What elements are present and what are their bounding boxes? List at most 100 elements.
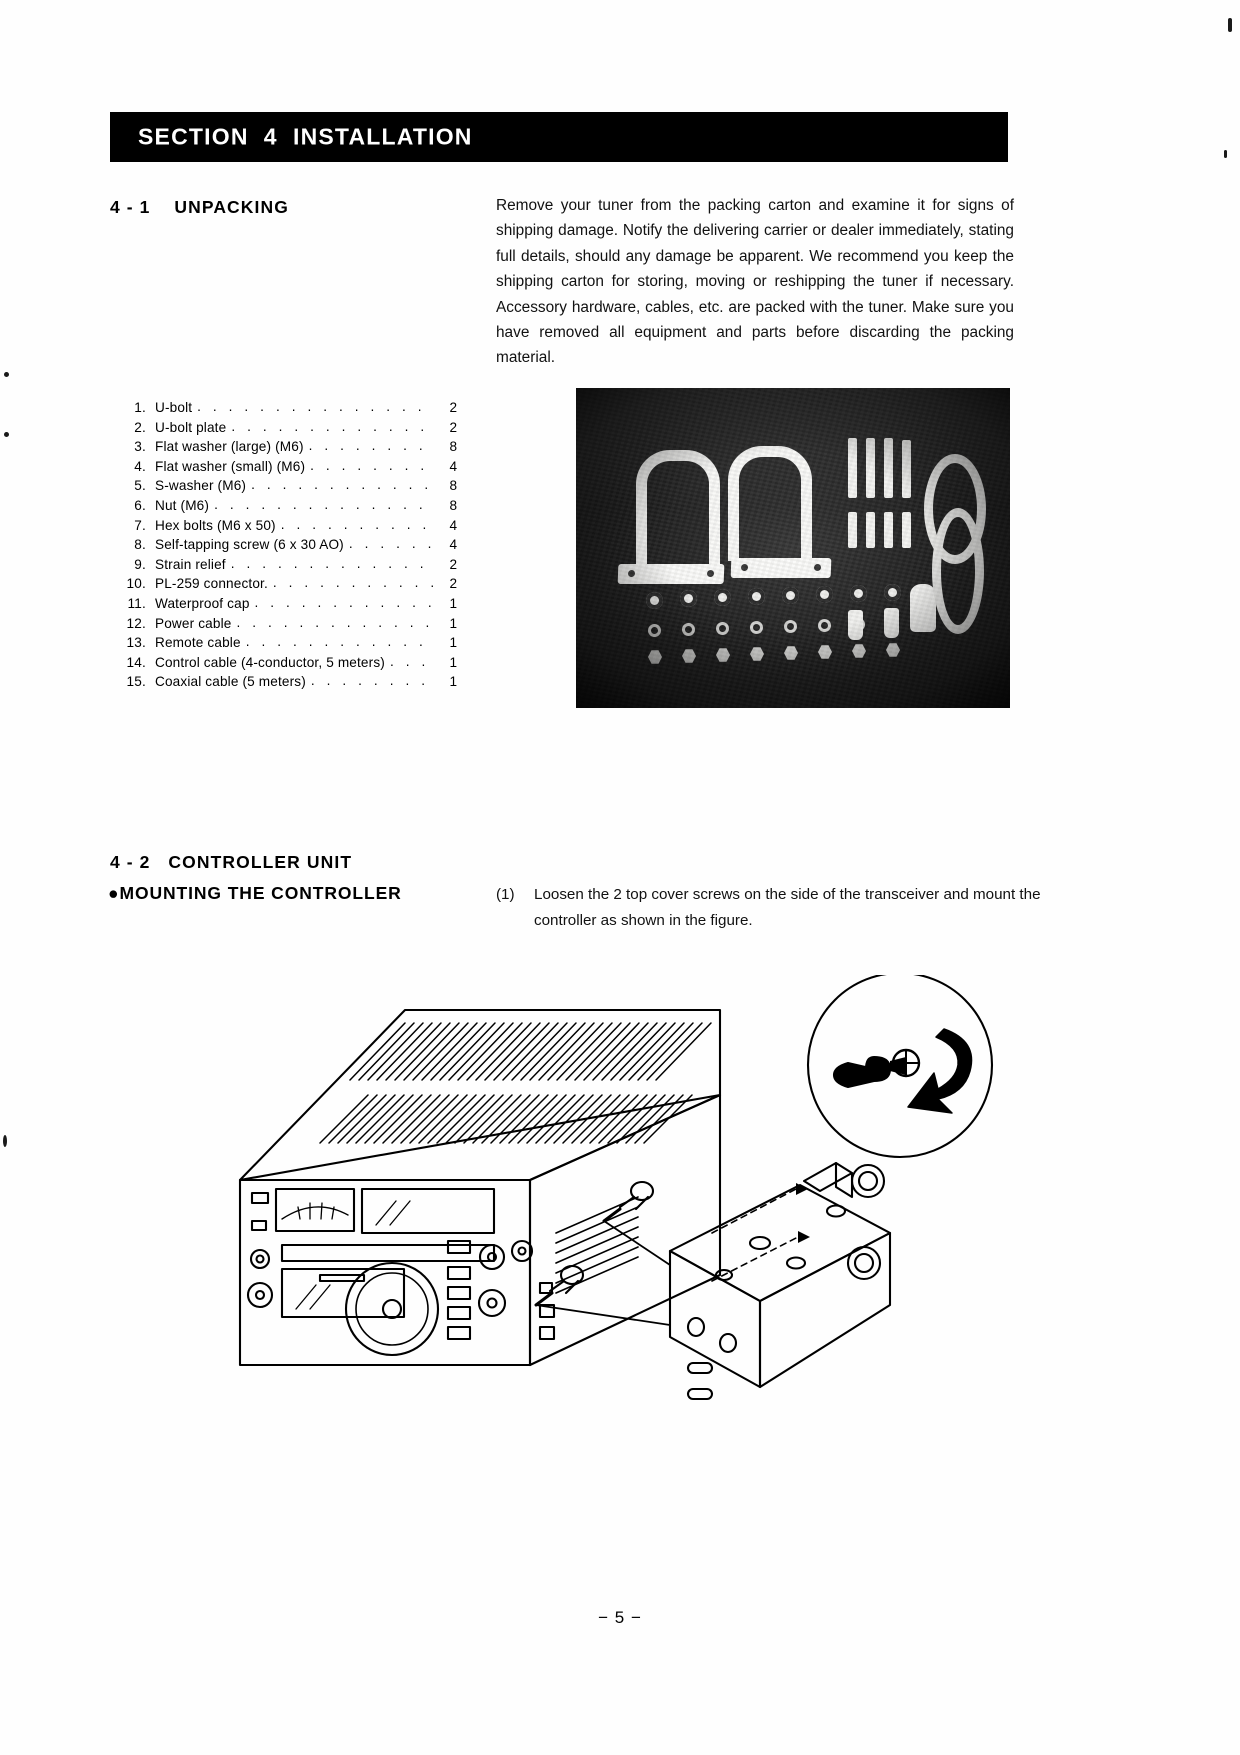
- list-item-name: U-bolt plate: [155, 419, 227, 435]
- heading-controller-unit: 4 - 2 CONTROLLER UNIT: [110, 852, 353, 872]
- bracket-hole: [714, 1268, 734, 1282]
- list-item: 6. Nut (M6) . . . . . . . . . . . . . . …: [112, 497, 457, 518]
- cover-screw: [548, 1264, 585, 1295]
- front-panel-button: [250, 1191, 270, 1205]
- list-item-name: Flat washer (large) (M6): [155, 439, 304, 455]
- side-panel-button: [538, 1303, 556, 1319]
- bracket-slot: [686, 1361, 714, 1375]
- heading-unpacking: 4 - 1 UNPACKING: [110, 197, 289, 217]
- control-knob: [510, 1239, 534, 1263]
- guide-arrowhead: [798, 1231, 810, 1243]
- bracket-large-hole: [846, 1245, 882, 1281]
- list-item-index: 3.: [134, 439, 146, 455]
- sub-display-reflection: [295, 1284, 331, 1310]
- transceiver-side-louvers: [555, 1196, 639, 1294]
- bracket-hole: [748, 1235, 772, 1251]
- section-banner: SECTION 4 INSTALLATION: [110, 112, 1008, 162]
- list-item-qty: 8: [449, 478, 457, 494]
- front-panel-button: [446, 1285, 472, 1301]
- leader-dots: . . . . . . . . . . . . . . . . . . . . …: [245, 634, 434, 650]
- scan-artifact-mark: [4, 372, 9, 377]
- instruction-step-number: (1): [496, 886, 515, 903]
- list-item-name: Power cable: [155, 615, 232, 631]
- list-item-name: S-washer (M6): [155, 478, 247, 494]
- list-item: 2. U-bolt plate . . . . . . . . . . . . …: [112, 418, 457, 440]
- cover-screw: [618, 1180, 655, 1211]
- transceiver-front-face: [238, 1178, 532, 1367]
- detail-callout-circle: [806, 975, 994, 1159]
- transceiver-top-edge: [238, 1093, 722, 1182]
- frequency-display: [360, 1187, 496, 1235]
- bracket-right-wall: [758, 1231, 892, 1389]
- list-item: 9. Strain relief . . . . . . . . . . . .…: [112, 555, 457, 577]
- list-item-qty: 1: [449, 674, 457, 690]
- list-item-qty: 8: [449, 497, 457, 513]
- sub-display-bar: [318, 1273, 366, 1283]
- list-item-index: 2.: [134, 419, 146, 435]
- small-knob: [246, 1281, 274, 1309]
- scan-artifact-mark: [1228, 18, 1232, 32]
- list-item-name: Strain relief: [155, 556, 226, 572]
- front-panel-button: [446, 1265, 472, 1281]
- leader-dots: . . . . . . . . . . . . . . . . . . . . …: [231, 418, 434, 434]
- leader-dots: . . . . . . . . . . . . . . . . . . . . …: [310, 457, 434, 473]
- section-banner-title: SECTION 4 INSTALLATION: [138, 123, 473, 150]
- leader-dots: . . . . . . . . . . . . . . . . . . . . …: [348, 536, 434, 552]
- control-knob: [477, 1288, 507, 1318]
- list-item-index: 5.: [134, 478, 146, 494]
- main-tuning-knob-inner: [355, 1272, 429, 1346]
- list-item-qty: 2: [449, 576, 457, 592]
- scan-artifact-mark: [4, 432, 9, 437]
- leader-dots: . . . . . . . . . . . . . . . . . . . . …: [389, 653, 434, 669]
- list-item-name: Waterproof cap: [155, 595, 250, 611]
- bracket-hole: [825, 1204, 847, 1218]
- page-number: − 5 −: [598, 1608, 642, 1627]
- list-item-index: 9.: [134, 556, 146, 572]
- hardware-kit-photo: [576, 388, 1010, 708]
- list-item: 5. S-washer (M6) . . . . . . . . . . . .…: [112, 477, 457, 498]
- bracket-slot: [686, 1387, 714, 1401]
- screw-shaft: [534, 1291, 554, 1307]
- leader-dots: . . . . . . . . . . . . . . . . . . . . …: [230, 555, 434, 571]
- list-item-name: Control cable (4-conductor, 5 meters): [155, 654, 385, 670]
- control-knob-center: [517, 1246, 527, 1256]
- list-item: 7. Hex bolts (M6 x 50) . . . . . . . . .…: [112, 516, 457, 538]
- instruction-step-text: Loosen the 2 top cover screws on the sid…: [534, 886, 1041, 929]
- front-panel-button: [446, 1239, 472, 1255]
- leader-dots: . . . . . . . . . . . . . . . . . . . . …: [197, 399, 434, 414]
- list-item: 15. Coaxial cable (5 meters) . . . . . .…: [112, 673, 458, 694]
- leader-dots: . . . . . . . . . . . . . . . . . . . . …: [310, 673, 434, 689]
- list-item: 1. U-bolt . . . . . . . . . . . . . . . …: [112, 399, 457, 420]
- list-item: 14. Control cable (4-conductor, 5 meters…: [112, 653, 458, 675]
- instruction-step-1: (1) Loosen the 2 top cover screws on the …: [496, 882, 1052, 934]
- alignment-line: [603, 1220, 671, 1266]
- transceiver-top-face: [238, 1008, 722, 1182]
- list-item-name: Hex bolts (M6 x 50): [155, 517, 276, 533]
- list-item-name: PL-259 connector.: [155, 576, 268, 592]
- bracket-hole: [785, 1256, 807, 1270]
- list-item-index: 4.: [134, 458, 146, 474]
- bracket-large-hole: [850, 1163, 886, 1199]
- list-item-name: Flat washer (small) (M6): [155, 458, 306, 474]
- control-knob: [478, 1243, 506, 1271]
- scan-artifact-mark: [3, 1135, 7, 1147]
- list-item-name: U-bolt: [155, 400, 193, 415]
- list-item: 10. PL-259 connector. . . . . . . . . . …: [112, 575, 458, 596]
- list-item-index: 1.: [134, 400, 146, 415]
- list-item-qty: 8: [449, 439, 457, 455]
- list-item: 11. Waterproof cap . . . . . . . . . . .…: [112, 595, 458, 616]
- list-item-index: 11.: [127, 595, 146, 611]
- list-item-name: Self-tapping screw (6 x 30 AO): [155, 537, 344, 553]
- list-item-name: Nut (M6): [155, 497, 210, 513]
- bracket-left-wall: [668, 1249, 762, 1389]
- leader-dots: . . . . . . . . . . . . . . . . . . . . …: [280, 516, 434, 532]
- list-item-index: 14.: [126, 654, 146, 670]
- photo-vignette: [576, 388, 1010, 708]
- callout-tool: [891, 1048, 921, 1078]
- leader-dots: . . . . . . . . . . . . . . . . . . . . …: [236, 614, 434, 630]
- bracket-hole: [718, 1332, 738, 1354]
- list-item-qty: 4: [449, 517, 457, 533]
- list-item-index: 7.: [134, 517, 146, 533]
- main-tuning-knob-hub: [381, 1298, 403, 1320]
- transceiver-top-vents: [319, 1022, 712, 1144]
